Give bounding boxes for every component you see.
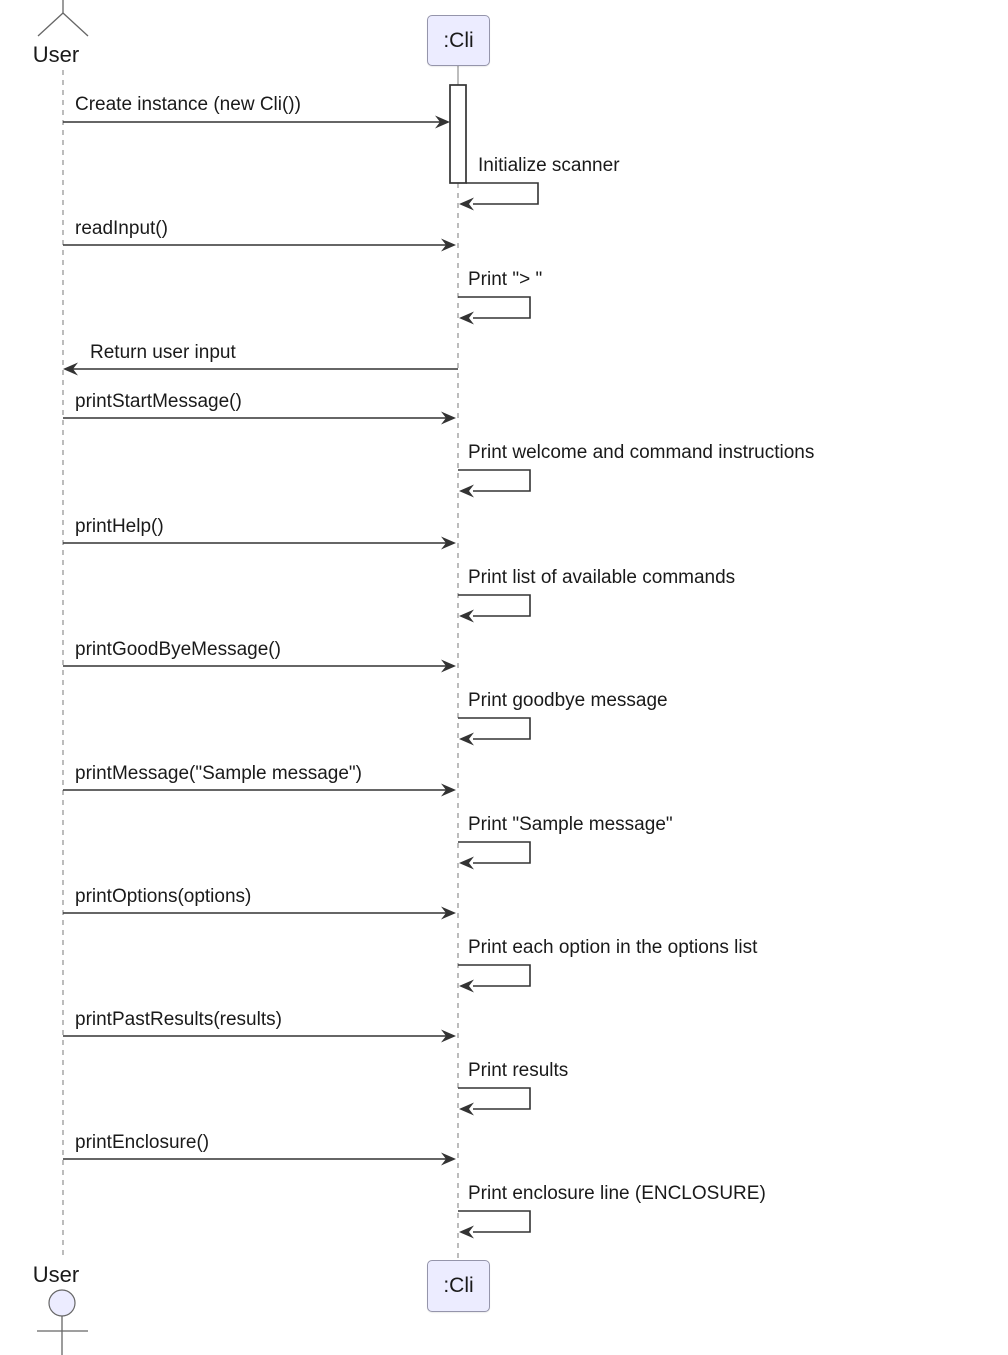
msg-print-start-message: printStartMessage() xyxy=(75,391,242,412)
self-message-arrow-print-prompt xyxy=(458,296,531,325)
user-actor-figure-bottom xyxy=(37,1289,88,1355)
message-arrow-read-input xyxy=(63,238,456,252)
user-actor-label-bottom: User xyxy=(32,1262,80,1287)
self-message-arrow-print-results xyxy=(458,1087,531,1116)
message-arrow-print-help xyxy=(63,536,456,550)
message-arrow-return-user-input xyxy=(63,362,458,376)
self-msg-initialize-scanner: Initialize scanner xyxy=(478,155,620,176)
msg-return-user-input: Return user input xyxy=(90,342,236,363)
msg-print-enclosure: printEnclosure() xyxy=(75,1132,210,1153)
self-message-arrow-print-each-option xyxy=(458,964,531,993)
self-message-arrow-print-goodbye xyxy=(458,717,531,746)
msg-print-past-results: printPastResults(results) xyxy=(75,1009,282,1030)
message-arrow-print-past-results xyxy=(63,1029,456,1043)
self-msg-print-welcome: Print welcome and command instructions xyxy=(468,442,815,463)
cli-participant-label-top: :Cli xyxy=(443,28,474,52)
cli-participant-box-bottom: :Cli xyxy=(427,1260,490,1312)
self-message-arrow-print-welcome xyxy=(458,469,531,498)
msg-print-options: printOptions(options) xyxy=(75,886,252,907)
msg-print-help: printHelp() xyxy=(75,516,164,537)
self-msg-print-command-list: Print list of available commands xyxy=(468,567,736,588)
self-message-arrow-print-enclosure-line xyxy=(458,1210,531,1239)
message-arrow-print-enclosure xyxy=(63,1152,456,1166)
user-actor-head xyxy=(48,1289,76,1317)
cli-activation-bar xyxy=(449,84,467,184)
self-msg-print-sample: Print "Sample message" xyxy=(468,814,673,835)
msg-read-input: readInput() xyxy=(75,218,168,239)
self-msg-print-enclosure-line: Print enclosure line (ENCLOSURE) xyxy=(468,1183,766,1204)
self-msg-print-goodbye: Print goodbye message xyxy=(468,690,668,711)
message-arrow-print-start-message xyxy=(63,411,456,425)
message-arrow-print-options xyxy=(63,906,456,920)
self-message-arrow-print-sample xyxy=(458,841,531,870)
self-message-arrow-print-command-list xyxy=(458,594,531,623)
message-arrow-print-goodbye-message xyxy=(63,659,456,673)
msg-print-goodbye-message: printGoodByeMessage() xyxy=(75,639,281,660)
self-message-arrow-initialize-scanner xyxy=(459,182,539,211)
user-actor-label-top: User xyxy=(32,42,80,67)
message-arrow-print-message-sample xyxy=(63,783,456,797)
cli-participant-box-top: :Cli xyxy=(427,15,490,66)
self-msg-print-results: Print results xyxy=(468,1060,569,1081)
message-arrow-create-instance xyxy=(63,115,450,129)
msg-print-message-sample: printMessage("Sample message") xyxy=(75,763,362,784)
msg-create-instance: Create instance (new Cli()) xyxy=(75,94,301,115)
self-msg-print-prompt: Print "> " xyxy=(468,269,543,290)
self-msg-print-each-option: Print each option in the options list xyxy=(468,937,758,958)
cli-participant-label-bottom: :Cli xyxy=(443,1274,474,1297)
user-actor-figure-top xyxy=(37,0,89,37)
